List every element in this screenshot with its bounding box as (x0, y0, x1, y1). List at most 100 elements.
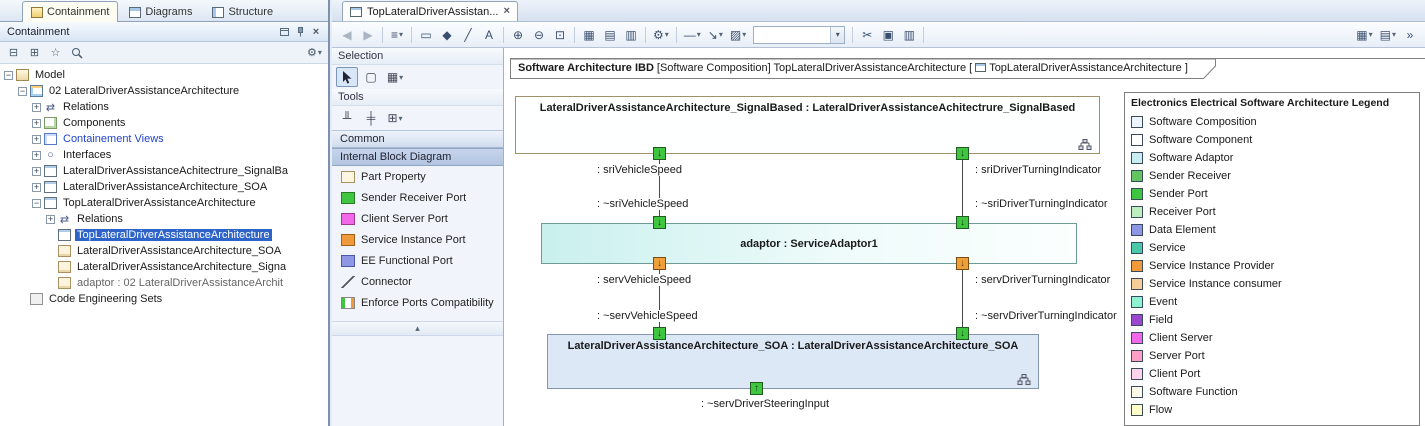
tree-expander-icon[interactable]: − (32, 197, 41, 208)
tree-expander-icon[interactable]: + (46, 213, 55, 224)
tree-expander-icon[interactable]: + (32, 133, 41, 144)
tab-structure[interactable]: Structure (203, 2, 282, 21)
receiver-port[interactable] (653, 327, 666, 340)
connector-line[interactable] (962, 160, 963, 216)
port-label[interactable]: : ~servVehicleSpeed (596, 310, 699, 322)
layout-options-icon[interactable]: ▤▾ (1377, 25, 1399, 45)
block-soa[interactable]: LateralDriverAssistanceArchitecture_SOA … (547, 334, 1039, 389)
dependency-matrix-icon[interactable]: ▦ (579, 25, 599, 45)
zoom-in-icon[interactable]: ⊕ (508, 25, 528, 45)
tree-item[interactable]: −TopLateralDriverAssistanceArchitecture (0, 195, 328, 211)
service-instance-port[interactable] (956, 257, 969, 270)
connector-line[interactable] (962, 270, 963, 327)
style-combobox[interactable]: ▾ (753, 25, 846, 44)
tree-item[interactable]: +⇄Relations (0, 99, 328, 115)
sender-port[interactable] (956, 147, 969, 160)
tab-containment[interactable]: Containment (22, 1, 119, 22)
select-cursor-icon[interactable] (336, 67, 358, 87)
sender-port[interactable] (653, 147, 666, 160)
anchor-icon[interactable]: ◆ (437, 25, 457, 45)
palette-collapse-button[interactable] (332, 321, 503, 336)
tree-item[interactable]: adaptor : 02 LateralDriverAssistanceArch… (0, 275, 328, 291)
palette-item-sender-receiver-port[interactable]: Sender Receiver Port (332, 187, 503, 208)
palette-item-service-instance-port[interactable]: Service Instance Port (332, 229, 503, 250)
tree-expander-icon[interactable]: + (32, 181, 41, 192)
settings-icon[interactable]: ⚙▾ (307, 47, 322, 59)
table-icon[interactable]: ▤ (600, 25, 620, 45)
diagram-frame-header[interactable]: Software Architecture IBD [Software Comp… (510, 58, 1216, 79)
search-icon[interactable] (67, 44, 86, 62)
collapse-all-icon[interactable]: ⊟ (8, 47, 19, 59)
palette-item-part-property[interactable]: Part Property (332, 166, 503, 187)
gear-icon[interactable]: ⚙▾ (650, 25, 672, 45)
port-label[interactable]: : servDriverTurningIndicator (974, 274, 1112, 286)
favorites-icon[interactable]: ☆ (50, 47, 61, 59)
float-window-icon[interactable] (276, 24, 292, 39)
palette-item-connector[interactable]: Connector (332, 271, 503, 292)
paste-icon[interactable]: ▥ (899, 25, 919, 45)
tree-item[interactable]: −02 LateralDriverAssistanceArchitecture (0, 83, 328, 99)
tree-expander-icon[interactable]: + (32, 149, 41, 160)
palette-item-enforce-ports-compatibility[interactable]: Enforce Ports Compatibility (332, 292, 503, 313)
zoom-out-icon[interactable]: ⊖ (529, 25, 549, 45)
distribute-icon[interactable]: ╪ (366, 111, 376, 125)
port-label[interactable]: : servVehicleSpeed (596, 274, 693, 286)
match-size-icon[interactable]: ⊞▾ (387, 111, 403, 125)
port-label[interactable]: : sriVehicleSpeed (596, 164, 683, 176)
receiver-port[interactable] (956, 327, 969, 340)
document-tab[interactable]: TopLateralDriverAssistan... × (342, 1, 518, 21)
close-tab-icon[interactable]: × (503, 5, 510, 17)
tree-item[interactable]: +Components (0, 115, 328, 131)
connector-line[interactable] (659, 270, 660, 327)
tree-expander-icon[interactable]: − (4, 69, 13, 80)
service-instance-port[interactable] (653, 257, 666, 270)
receiver-port[interactable] (653, 216, 666, 229)
fill-color-icon[interactable]: ▨▾ (727, 25, 749, 45)
palette-item-ee-functional-port[interactable]: EE Functional Port (332, 250, 503, 271)
filter-icon[interactable]: ⊞ (29, 47, 40, 59)
text-box-icon[interactable]: A (479, 25, 499, 45)
port-label[interactable]: : ~servDriverTurningIndicator (974, 310, 1118, 322)
diagram-canvas[interactable]: Software Architecture IBD [Software Comp… (504, 48, 1425, 426)
close-icon[interactable]: × (312, 25, 320, 38)
magnifier-tool-icon[interactable]: ▦▾ (386, 70, 404, 84)
palette-item-client-server-port[interactable]: Client Server Port (332, 208, 503, 229)
tree-item[interactable]: −Model (0, 67, 328, 83)
containment-tree[interactable]: −Model−02 LateralDriverAssistanceArchite… (0, 64, 328, 426)
cut-icon[interactable]: ✂ (857, 25, 877, 45)
palette-section-internal-block-diagram[interactable]: Internal Block Diagram (332, 148, 503, 166)
block-signal-based[interactable]: LateralDriverAssistanceArchitecture_Sign… (515, 96, 1100, 154)
combobox-caret-icon[interactable]: ▾ (830, 26, 845, 43)
tree-item[interactable]: LateralDriverAssistanceArchitecture_SOA (0, 243, 328, 259)
tree-expander-icon[interactable]: + (32, 117, 41, 128)
arrow-style-icon[interactable]: ↘▾ (705, 25, 726, 45)
port-label[interactable]: : ~servDriverSteeringInput (700, 398, 831, 410)
containment-mode-icon[interactable]: ≡▾ (387, 25, 407, 45)
tree-expander-icon[interactable]: + (32, 101, 41, 112)
tree-item[interactable]: LateralDriverAssistanceArchitecture_Sign… (0, 259, 328, 275)
back-icon[interactable]: ◀ (337, 25, 357, 45)
connector-line[interactable] (659, 160, 660, 216)
output-port[interactable] (750, 382, 763, 395)
palette-section-common[interactable]: Common (332, 130, 503, 148)
note-icon[interactable]: ▭ (416, 25, 436, 45)
documentation-icon[interactable]: ▥ (621, 25, 641, 45)
tree-item[interactable]: +LateralDriverAssistanceArchitecture_SOA (0, 179, 328, 195)
marquee-select-icon[interactable]: ▢ (365, 70, 377, 84)
tree-item[interactable]: Code Engineering Sets (0, 291, 328, 307)
port-label[interactable]: : ~sriDriverTurningIndicator (974, 198, 1109, 210)
zoom-fit-icon[interactable]: ⊡ (550, 25, 570, 45)
tree-item[interactable]: TopLateralDriverAssistanceArchitecture (0, 227, 328, 243)
align-icon[interactable]: ╨ (342, 111, 352, 125)
copy-icon[interactable]: ▣ (878, 25, 898, 45)
tree-expander-icon[interactable]: − (18, 85, 27, 96)
tree-item[interactable]: +⇄Relations (0, 211, 328, 227)
tree-item[interactable]: +Containement Views (0, 131, 328, 147)
line-icon[interactable]: ╱ (458, 25, 478, 45)
forward-icon[interactable]: ▶ (358, 25, 378, 45)
block-adaptor[interactable]: adaptor : ServiceAdaptor1 (541, 223, 1077, 264)
diagram-legend[interactable]: Electronics Electrical Software Architec… (1124, 92, 1420, 426)
port-label[interactable]: : ~sriVehicleSpeed (596, 198, 690, 210)
grid-options-icon[interactable]: ▦▾ (1353, 25, 1375, 45)
tree-item[interactable]: +LateralDriverAssistanceAchitectrure_Sig… (0, 163, 328, 179)
